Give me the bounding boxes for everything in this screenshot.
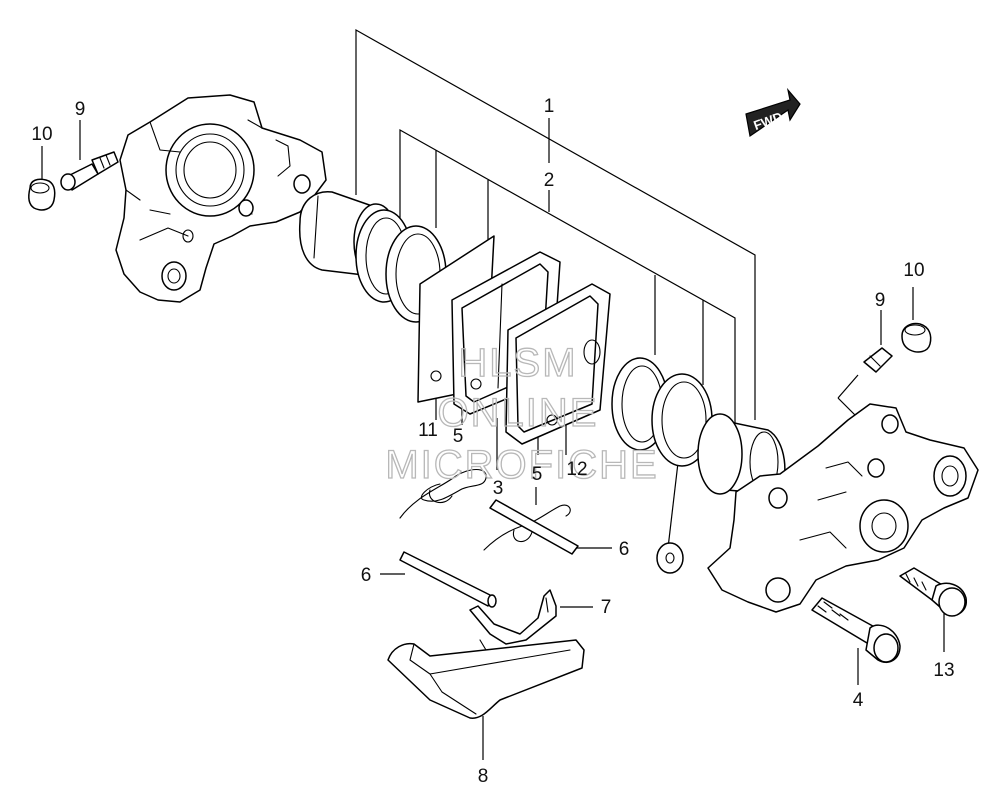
callout-10b: 10 [903, 260, 924, 281]
bleeder-cap-left [28, 178, 56, 211]
callout-12: 12 [566, 459, 587, 480]
fwd-arrow-icon: FWD [745, 87, 801, 138]
caliper-right-half [707, 403, 979, 613]
callout-6a: 6 [619, 539, 630, 560]
callout-5a: 5 [453, 426, 464, 447]
brake-pad-right [505, 283, 611, 445]
retainer-spring-11 [399, 468, 487, 519]
callout-13: 13 [933, 660, 954, 681]
callout-8: 8 [478, 766, 489, 787]
callout-11: 11 [418, 420, 438, 441]
callout-3: 3 [493, 478, 504, 499]
callout-7: 7 [601, 597, 612, 618]
pad-pin-6 [399, 551, 497, 608]
bleeder-valve-left [60, 151, 119, 191]
watermark: HLSM ONLINE MICROFICHE [385, 340, 658, 487]
washer [656, 542, 684, 574]
watermark-line1: HLSM [458, 341, 577, 385]
pad-cover-8 [387, 639, 585, 719]
callout-10a: 10 [31, 124, 52, 145]
caliper-left-half [115, 94, 327, 303]
pad-pin-bolt-4 [811, 597, 901, 664]
watermark-line3: MICROFICHE [385, 443, 658, 487]
mounting-bolt-13 [899, 567, 967, 617]
callout-2: 2 [544, 170, 555, 191]
retainer-clip-6 [483, 499, 579, 555]
callout-9a: 9 [75, 99, 86, 120]
bleeder-valve-right [863, 347, 893, 373]
callout-9b: 9 [875, 290, 886, 311]
bleeder-cap-right [901, 322, 932, 353]
callout-6b: 6 [361, 565, 372, 586]
callout-4: 4 [853, 690, 864, 711]
watermark-line2: ONLINE [438, 391, 599, 435]
callout-1: 1 [544, 96, 555, 117]
callout-5b: 5 [532, 464, 543, 485]
callout-labels: 1 2 3 4 5 5 6 6 7 8 9 9 10 10 11 12 13 [31, 96, 954, 787]
